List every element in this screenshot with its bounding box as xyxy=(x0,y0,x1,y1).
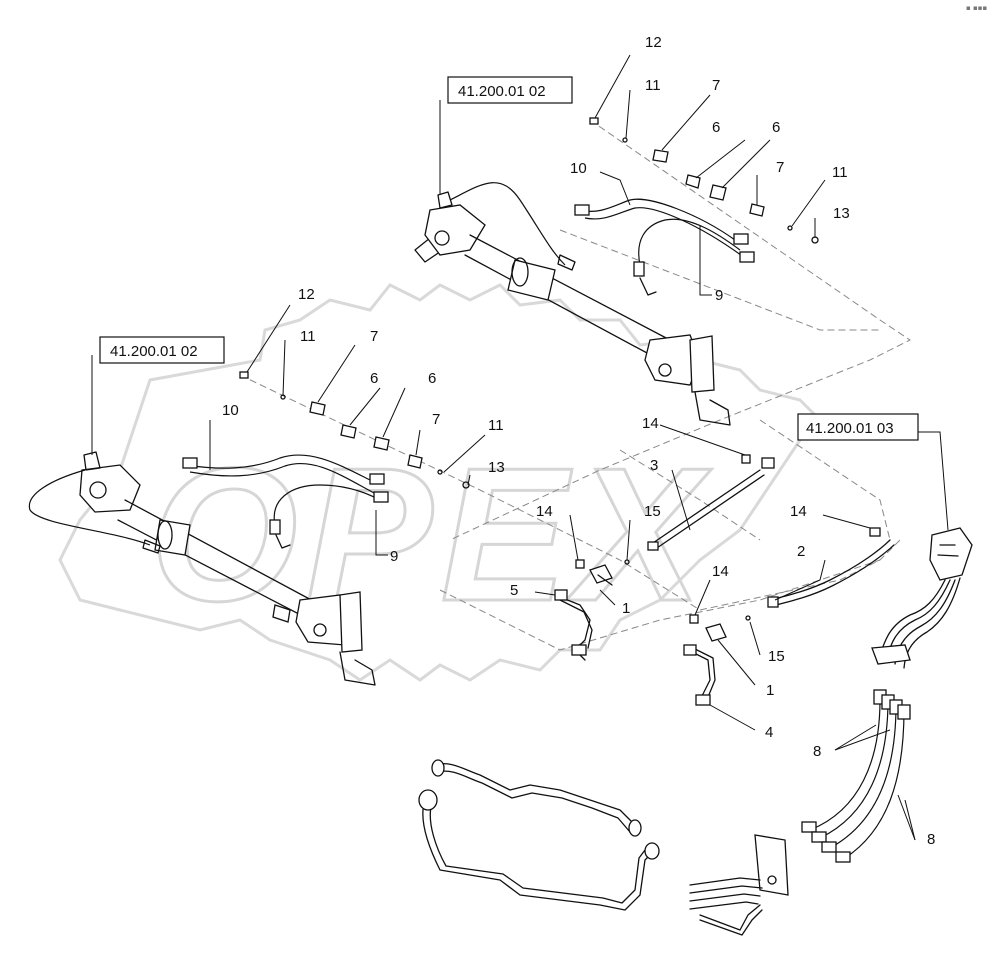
center-pipes-and-fittings xyxy=(554,454,895,706)
callout-15: 15 xyxy=(644,503,661,520)
callout-3: 3 xyxy=(650,457,658,474)
callout-15: 15 xyxy=(768,648,785,665)
callout-13: 13 xyxy=(833,205,850,222)
callout-12: 12 xyxy=(298,286,315,303)
callout-8: 8 xyxy=(813,743,821,760)
callout-11: 11 xyxy=(832,164,848,181)
callout-6: 6 xyxy=(712,119,720,136)
callout-7: 7 xyxy=(432,411,440,428)
callout-7: 7 xyxy=(370,328,378,345)
ref-label-right: 41.200.01 03 xyxy=(806,420,894,437)
callout-10: 10 xyxy=(570,160,587,177)
callout-6: 6 xyxy=(428,370,436,387)
bottom-bracket xyxy=(689,834,789,936)
callout-10: 10 xyxy=(222,402,239,419)
ref-box-left[interactable]: 41.200.01 02 xyxy=(99,336,225,364)
bottom-pipes xyxy=(418,759,660,911)
callout-14: 14 xyxy=(536,503,553,520)
callout-13: 13 xyxy=(488,459,505,476)
top-clamp-parts xyxy=(589,117,819,244)
callout-6: 6 xyxy=(370,370,378,387)
top-cylinder-assembly xyxy=(414,182,731,426)
callout-9: 9 xyxy=(715,287,723,304)
callout-9: 9 xyxy=(390,548,398,565)
callout-2: 2 xyxy=(797,543,805,560)
right-valve-and-hoses xyxy=(801,527,973,863)
callout-1: 1 xyxy=(766,682,774,699)
callout-6: 6 xyxy=(772,119,780,136)
left-cylinder-assembly xyxy=(28,451,376,686)
callout-14: 14 xyxy=(712,563,729,580)
top-hose-bundle xyxy=(574,198,755,296)
watermark-logo: OPEX xyxy=(58,283,823,682)
callout-12: 12 xyxy=(645,34,662,51)
callout-7: 7 xyxy=(712,77,720,94)
ref-label-left: 41.200.01 02 xyxy=(110,343,198,360)
assembly-dash-lines xyxy=(239,119,911,651)
callout-5: 5 xyxy=(510,582,518,599)
svg-text:OPEX: OPEX xyxy=(150,429,712,641)
callout-4: 4 xyxy=(765,724,773,741)
left-clamp-parts xyxy=(239,371,470,489)
left-hose-bundle xyxy=(182,454,389,549)
callout-11: 11 xyxy=(645,77,661,94)
callout-14: 14 xyxy=(790,503,807,520)
callout-14: 14 xyxy=(642,415,659,432)
leader-lines xyxy=(91,54,949,841)
callout-8: 8 xyxy=(927,831,935,848)
callout-11: 11 xyxy=(488,417,504,434)
corner-mark: ▪ ▪▪▪ xyxy=(966,4,987,12)
ref-box-top[interactable]: 41.200.01 02 xyxy=(447,76,573,104)
ref-box-right[interactable]: 41.200.01 03 xyxy=(797,413,919,441)
callout-7: 7 xyxy=(776,159,784,176)
callout-11: 11 xyxy=(300,328,316,345)
ref-label-top: 41.200.01 02 xyxy=(458,83,546,100)
callout-labels: 12 11 7 6 6 10 7 11 13 9 12 11 7 6 6 10 … xyxy=(222,34,935,848)
callout-1: 1 xyxy=(622,600,630,617)
